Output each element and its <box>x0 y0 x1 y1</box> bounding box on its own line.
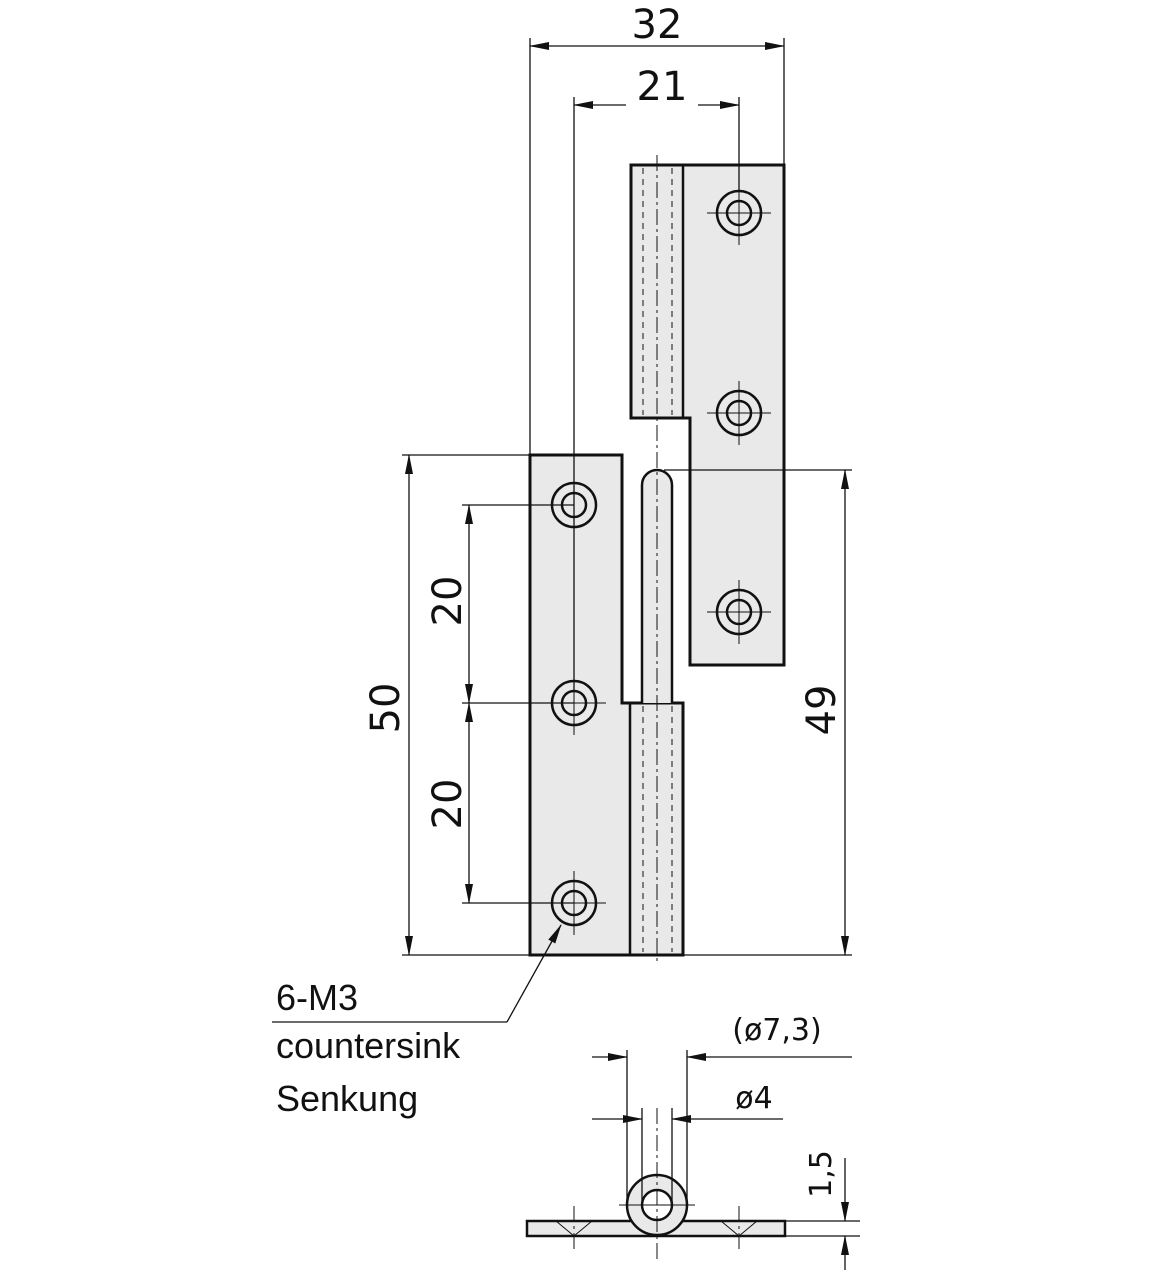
right-leaf <box>629 155 786 667</box>
hole-spec-label: 6-M3 <box>276 977 358 1018</box>
hole-callout: 6-M3 countersink Senkung <box>272 924 562 1119</box>
dim-leaf-thickness-label: 1,5 <box>804 1150 839 1198</box>
dim-hole-pitch-upper-label: 20 <box>425 576 471 627</box>
hinge-pin <box>640 425 674 962</box>
dim-pin-diameter-label: ø4 <box>735 1081 772 1116</box>
dim-knuckle-diameter-label: (ø7,3) <box>732 1013 821 1048</box>
cross-section-view: (ø7,3) ø4 1,5 <box>525 1013 860 1270</box>
countersink-label: countersink <box>276 1025 461 1066</box>
dim-hole-spacing-width-label: 21 <box>637 64 688 110</box>
dim-right-leaf-height-label: 49 <box>799 685 845 736</box>
senkung-label: Senkung <box>276 1078 418 1119</box>
dim-hole-spacing-width: 21 <box>573 64 740 690</box>
dim-left-leaf-height: 50 <box>363 454 852 956</box>
dim-hole-pitch-lower-label: 20 <box>425 779 471 830</box>
dim-overall-width: 32 <box>529 2 785 455</box>
dim-right-leaf-height: 49 <box>664 469 852 956</box>
dim-left-leaf-height-label: 50 <box>363 683 409 734</box>
dim-hole-pitch: 20 20 <box>425 504 574 904</box>
dim-overall-width-label: 32 <box>632 2 683 48</box>
